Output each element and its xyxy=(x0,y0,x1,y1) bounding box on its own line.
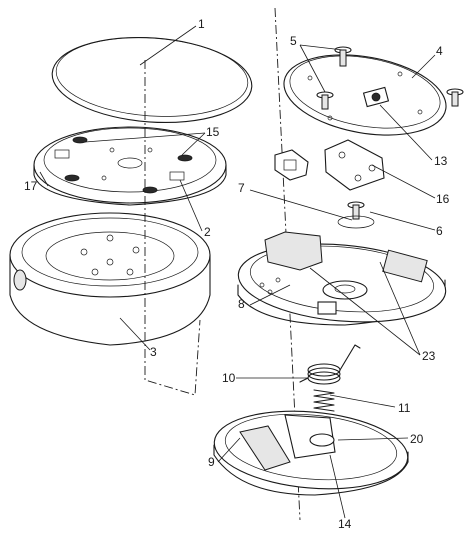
label-8: 8 xyxy=(238,297,245,311)
part-11-compression-spring xyxy=(313,389,335,412)
label-6: 6 xyxy=(436,224,443,238)
left-assembly-frame xyxy=(144,60,201,396)
label-1: 1 xyxy=(198,17,205,31)
label-13: 13 xyxy=(434,154,448,168)
part-2-ring-bracket xyxy=(33,126,227,206)
part-13-sensor xyxy=(362,86,390,108)
label-3: 3 xyxy=(150,345,157,359)
label-23: 23 xyxy=(422,349,436,363)
label-4: 4 xyxy=(436,44,443,58)
label-7: 7 xyxy=(238,181,245,195)
label-20: 20 xyxy=(410,432,424,446)
label-15: 15 xyxy=(206,125,220,139)
part-16-bracket xyxy=(324,139,385,191)
part-8-mid-housing xyxy=(237,231,447,326)
part-6-screw xyxy=(337,201,375,229)
label-9: 9 xyxy=(208,455,215,469)
part-3-base-housing xyxy=(9,212,211,346)
label-5: 5 xyxy=(290,34,297,48)
part-switch-block xyxy=(274,149,309,181)
label-10: 10 xyxy=(222,371,236,385)
label-16: 16 xyxy=(436,192,450,206)
label-2: 2 xyxy=(204,225,211,239)
part-9-bottom-plate xyxy=(213,410,409,496)
leader-lines xyxy=(39,25,436,519)
part-1-cover-disc xyxy=(51,36,253,124)
label-11: 11 xyxy=(398,401,411,415)
label-14: 14 xyxy=(338,517,352,531)
label-17: 17 xyxy=(24,179,38,193)
part-10-torsion-spring xyxy=(299,344,361,385)
